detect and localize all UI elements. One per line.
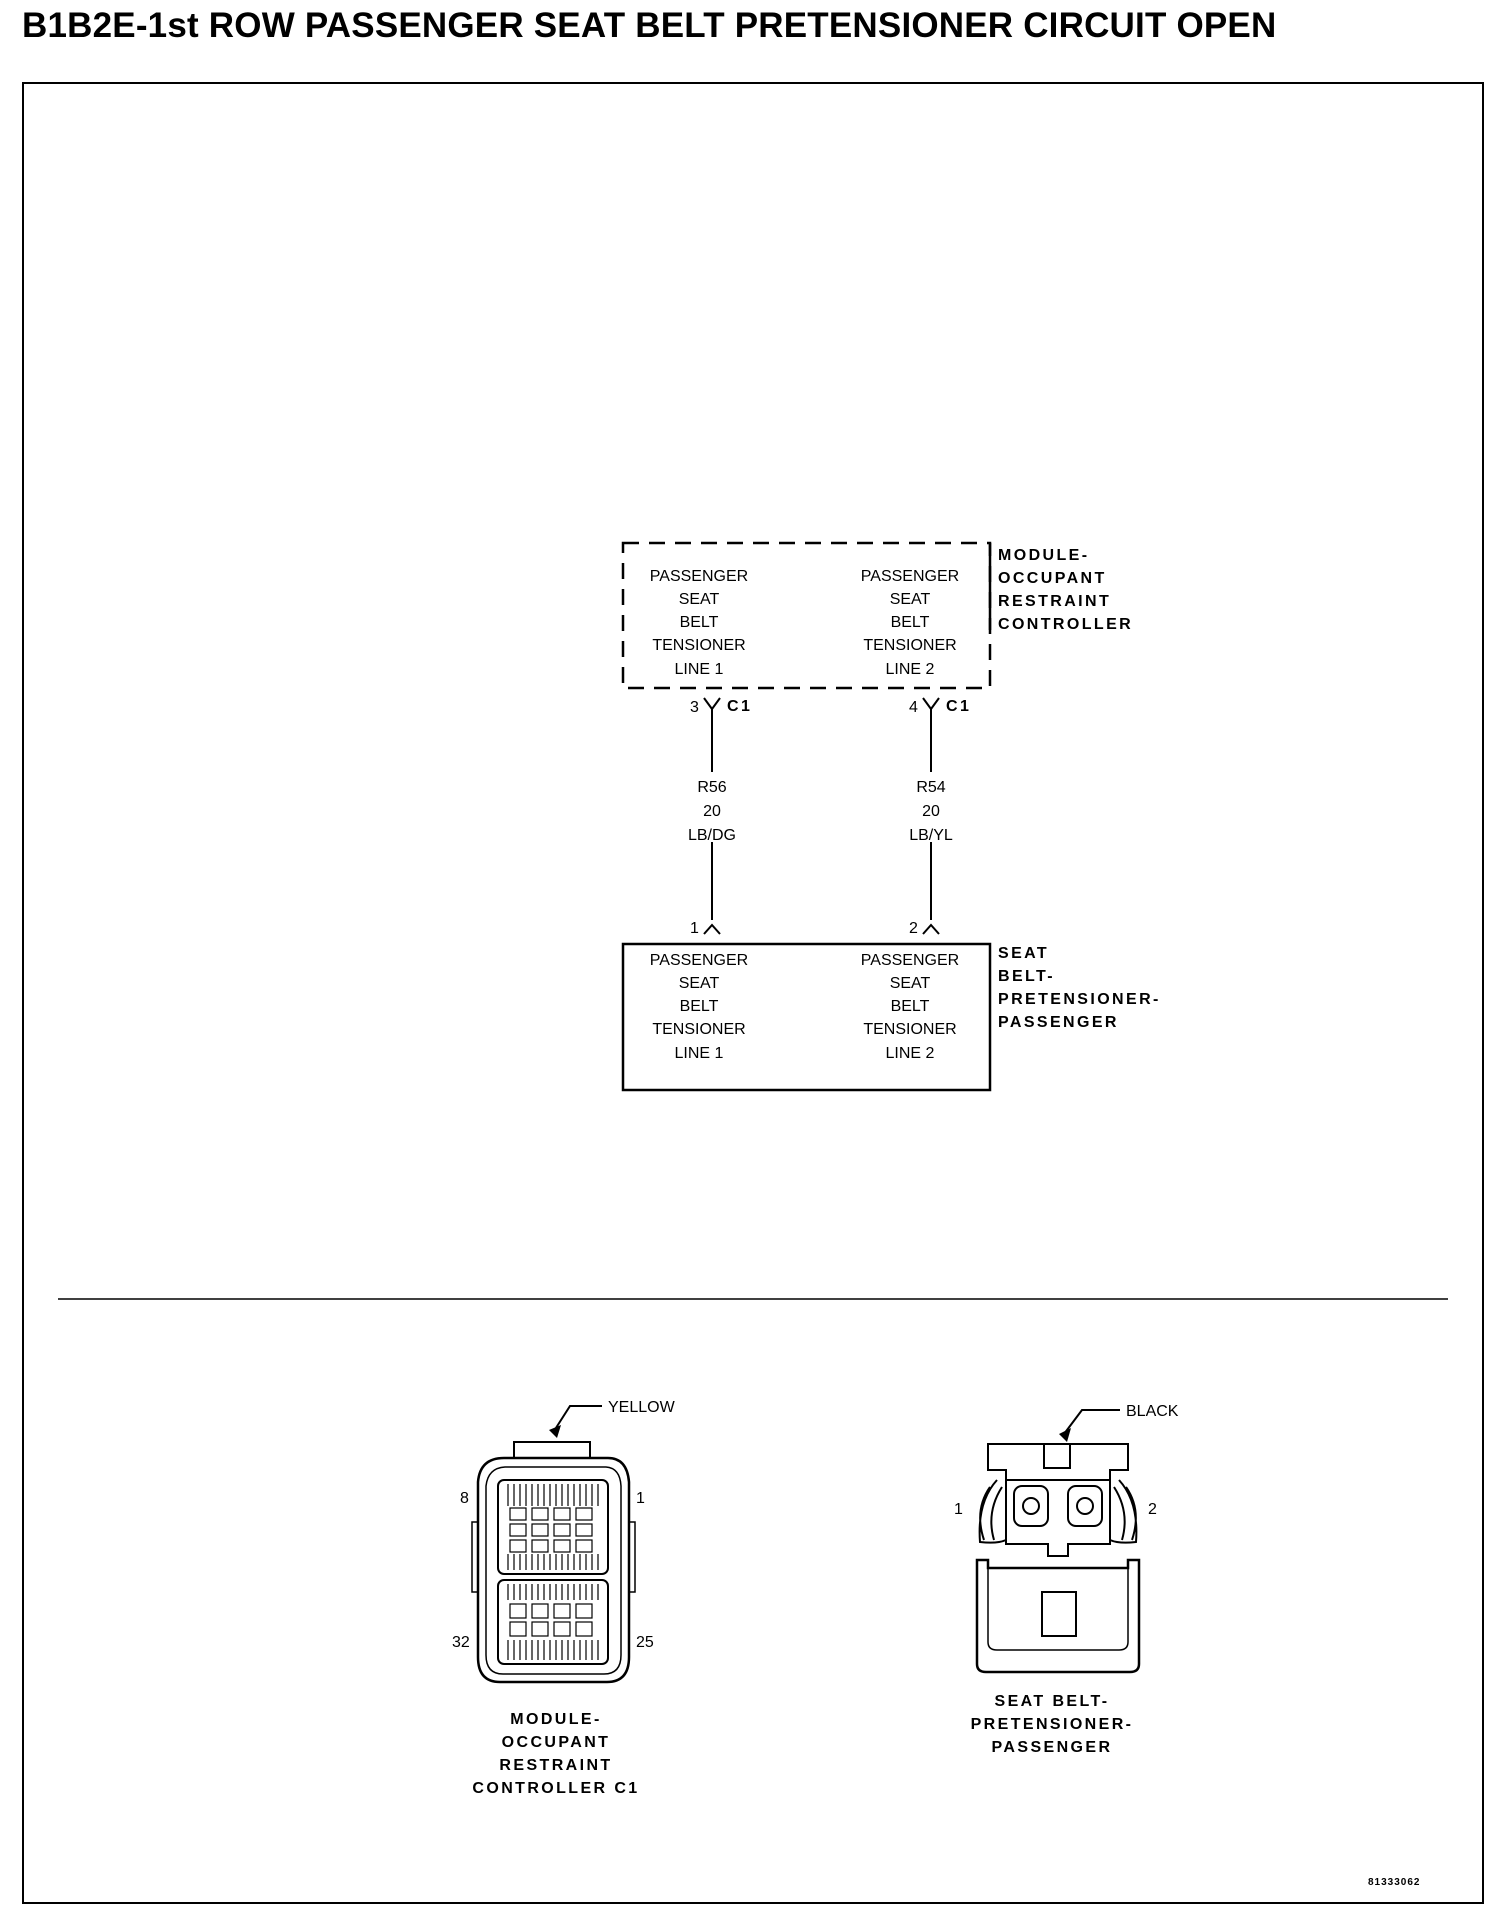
pretensioner-connector-pin-2-socket [1067, 1485, 1103, 1527]
pretensioner-line2-text-3: BELT [891, 998, 930, 1015]
module-connector-pin-8-label: 8 [460, 1490, 469, 1507]
module-line1-text-4: TENSIONER [652, 637, 745, 654]
wire-r56: R56 20 LB/DG [688, 709, 736, 920]
pretensioner-connector-flange-left [978, 1479, 1007, 1544]
pretensioner-pin-1-terminal [703, 923, 721, 935]
module-connector-pin-32-label: 32 [452, 1634, 470, 1651]
wire-r54-circuit: R54 [916, 779, 945, 796]
module-name-line-4: CONTROLLER [998, 616, 1133, 633]
pretensioner-line2-text-5: LINE 2 [886, 1045, 935, 1062]
seat-belt-pretensioner-passenger: 1 2 SEAT BELT- PRETENSIONER- PASSENGER P… [621, 920, 1161, 1092]
pretensioner-connector-lock [1043, 1443, 1071, 1469]
module-connector-pin-1-label: 1 [636, 1490, 645, 1507]
pretensioner-line1-text-5: LINE 1 [675, 1045, 724, 1062]
module-name-line-2: OCCUPANT [998, 570, 1107, 587]
module-pin-3-label: 3 [690, 699, 699, 716]
pretensioner-name-line-3: PRETENSIONER- [998, 991, 1161, 1008]
module-connector-upper-pins [507, 1484, 599, 1570]
module-line2-text-5: LINE 2 [886, 661, 935, 678]
pretensioner-connector-pin-2-hole [1076, 1497, 1094, 1515]
wire-r54-gauge: 20 [922, 803, 940, 820]
module-line1-text-3: BELT [680, 614, 719, 631]
pretensioner-line1-text-3: BELT [680, 998, 719, 1015]
pretensioner-connector-body [975, 1558, 1141, 1674]
module-c1-connector-view: YELLOW 8 1 32 25 MODULE- [452, 1399, 676, 1797]
wire-r54: R54 20 LB/YL [909, 709, 953, 920]
pretensioner-pin-2-label: 2 [909, 920, 918, 937]
pretensioner-connector-caption-3: PASSENGER [992, 1739, 1113, 1756]
pretensioner-connector-leader-arrow [1059, 1428, 1071, 1442]
module-line2-text-3: BELT [891, 614, 930, 631]
module-connector-lower-pins [507, 1584, 599, 1660]
pretensioner-connector-color-label: BLACK [1126, 1403, 1179, 1420]
wire-r56-circuit: R56 [697, 779, 726, 796]
diagram-frame: MODULE- OCCUPANT RESTRAINT CONTROLLER PA… [22, 82, 1484, 1904]
pretensioner-name-line-4: PASSENGER [998, 1014, 1119, 1031]
pretensioner-line2-text-4: TENSIONER [863, 1021, 956, 1038]
pretensioner-pin-1-label: 1 [690, 920, 699, 937]
module-connector-label-2: C1 [946, 698, 971, 715]
module-connector-leader-arrow [549, 1425, 561, 1438]
module-connector-color-label: YELLOW [608, 1399, 676, 1416]
module-connector-rib-left [471, 1521, 479, 1593]
pretensioner-line2-text-2: SEAT [890, 975, 931, 992]
pretensioner-connector-pin-2-label: 2 [1148, 1501, 1157, 1518]
module-connector-lower-block [497, 1579, 609, 1665]
module-connector-latch [513, 1441, 591, 1458]
pretensioner-line1-text-1: PASSENGER [650, 952, 748, 969]
module-occupant-restraint-controller: MODULE- OCCUPANT RESTRAINT CONTROLLER PA… [621, 541, 1133, 718]
module-line1-text-1: PASSENGER [650, 568, 748, 585]
pretensioner-connector-pin-1-socket [1013, 1485, 1049, 1527]
pretensioner-name-line-2: BELT- [998, 968, 1055, 985]
module-connector-shell [476, 1456, 631, 1684]
pretensioner-connector-pin-1-label: 1 [954, 1501, 963, 1518]
module-connector-caption-2: OCCUPANT [502, 1734, 611, 1751]
module-connector-color-leader [553, 1405, 602, 1432]
pretensioner-connector-flange-right [1109, 1479, 1138, 1544]
pretensioner-connector-caption-1: SEAT BELT- [995, 1693, 1110, 1710]
module-line2-text-1: PASSENGER [861, 568, 959, 585]
figure-id: 81333062 [1368, 1877, 1421, 1888]
pretensioner-line2-text-1: PASSENGER [861, 952, 959, 969]
pretensioner-connector-caption-2: PRETENSIONER- [971, 1716, 1134, 1733]
module-connector-shell-inner [485, 1466, 622, 1675]
pretensioner-connector-face [1005, 1479, 1111, 1557]
module-connector-rib-right [628, 1521, 636, 1593]
pretensioner-connector-color-leader [1063, 1409, 1120, 1435]
pretensioner-connector-pin-1-hole [1022, 1497, 1040, 1515]
module-dashed-box [621, 541, 992, 690]
pretensioner-connector-window [1041, 1591, 1077, 1637]
pretensioner-line1-text-2: SEAT [679, 975, 720, 992]
pretensioner-line1-text-4: TENSIONER [652, 1021, 745, 1038]
pretensioner-name-line-1: SEAT [998, 945, 1049, 962]
module-line1-text-5: LINE 1 [675, 661, 724, 678]
pretensioner-pin-2-terminal [922, 923, 940, 935]
pretensioner-box [621, 942, 992, 1092]
module-connector-caption-1: MODULE- [510, 1711, 601, 1728]
wire-r56-gauge: 20 [703, 803, 721, 820]
module-line2-text-4: TENSIONER [863, 637, 956, 654]
module-pin-4-label: 4 [909, 699, 918, 716]
wire-r56-color: LB/DG [688, 827, 736, 844]
module-connector-caption-4: CONTROLLER C1 [472, 1780, 639, 1797]
module-line1-text-2: SEAT [679, 591, 720, 608]
module-connector-pin-25-label: 25 [636, 1634, 654, 1651]
wire-r54-color: LB/YL [909, 827, 953, 844]
module-connector-label-1: C1 [727, 698, 752, 715]
module-connector-caption-3: RESTRAINT [499, 1757, 612, 1774]
module-connector-upper-block [497, 1479, 609, 1575]
page-title: B1B2E-1st ROW PASSENGER SEAT BELT PRETEN… [22, 6, 1277, 45]
page-border [22, 82, 1484, 1904]
pretensioner-connector-view: BLACK 1 2 SEAT BELT- PRETENSIONER- PASSE… [954, 1403, 1179, 1756]
pretensioner-connector-body-inner [987, 1568, 1129, 1651]
pretensioner-connector-top-housing [987, 1443, 1129, 1481]
module-name-line-1: MODULE- [998, 547, 1089, 564]
module-name-line-3: RESTRAINT [998, 593, 1111, 610]
module-line2-text-2: SEAT [890, 591, 931, 608]
